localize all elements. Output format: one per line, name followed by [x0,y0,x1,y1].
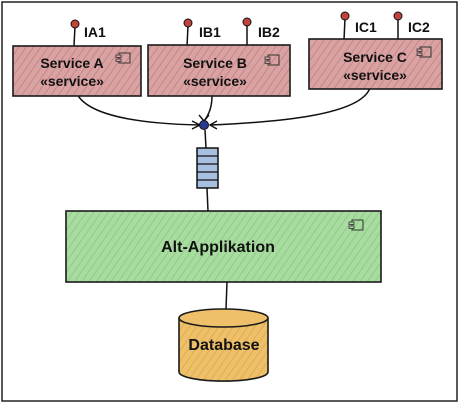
alt-applikation-component: Alt-Applikation [65,210,382,283]
interface-ic1-label: IC1 [355,19,377,35]
interface-ib2-label: IB2 [258,24,280,40]
service-c-name: Service C [343,49,407,65]
interface-ic1-dot [340,11,350,21]
service-a-stereotype: «service» [40,73,104,89]
message-queue [196,147,219,189]
queue-to-app [206,187,209,212]
interface-ib2-dot [242,17,252,27]
component-icon [416,46,432,58]
interface-ia1-stem [73,25,76,47]
interface-ia1-label: IA1 [84,24,106,40]
database-label: Database [188,337,259,354]
connector-service-c [209,87,371,126]
component-icon [348,219,364,231]
interface-ib1-dot [183,18,193,28]
service-b-box [147,44,291,97]
service-c-stereotype: «service» [343,67,407,83]
component-icon [264,54,280,66]
hub-to-queue [204,129,207,149]
alt-applikation-name: Alt-Applikation [161,239,275,256]
interface-ia1-dot [70,19,80,29]
app-to-database [225,281,228,310]
hub-node [199,120,209,130]
service-b-component: IB1 IB2 Service B «service» [147,17,291,97]
component-icon [115,52,131,64]
service-a-name: Service A [40,55,103,71]
interface-ic1-stem [343,17,346,41]
interface-ic2-label: IC2 [408,19,430,35]
interface-ic2-dot [393,11,403,21]
alt-applikation-box [65,210,382,283]
database-cylinder: Database [178,308,269,382]
service-c-component: IC1 IC2 Service C «service» [308,11,443,90]
arrowhead-c [208,120,218,130]
service-b-stereotype: «service» [183,73,247,89]
service-a-component: IA1 Service A «service» [12,19,142,97]
service-b-name: Service B [183,55,247,71]
service-a-box [12,45,142,97]
interface-ib1-label: IB1 [199,24,221,40]
interface-ib1-stem [186,25,189,47]
connector-service-a [76,93,201,126]
